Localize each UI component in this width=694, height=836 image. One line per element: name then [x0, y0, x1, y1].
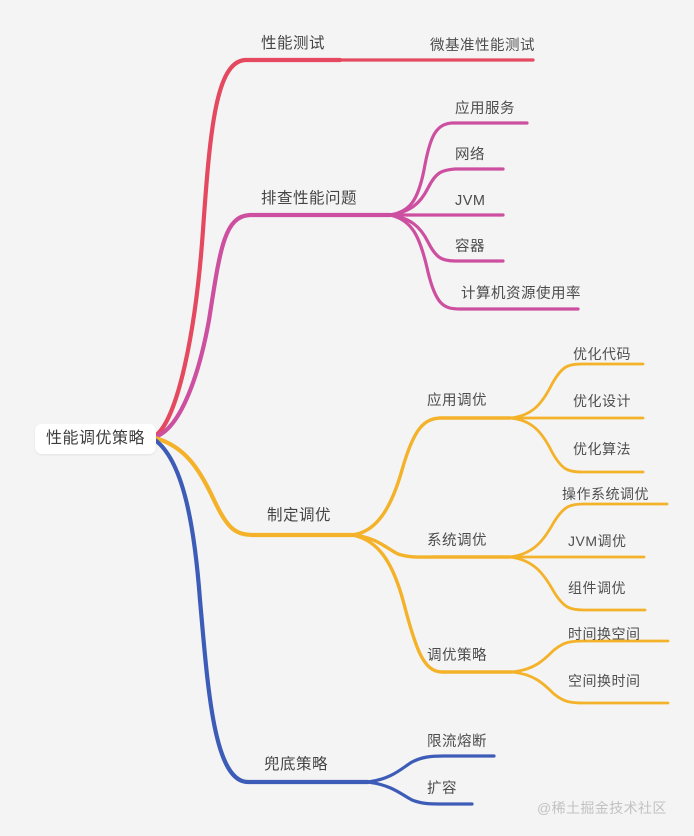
link-system-tuning-to-component-tuning: [508, 555, 647, 612]
link-root-to-fallback-strategy: [152, 437, 371, 785]
node-micro-benchmark-test[interactable]: 微基准性能测试: [430, 38, 535, 54]
node-network[interactable]: 网络: [455, 147, 485, 163]
node-container[interactable]: 容器: [455, 239, 485, 255]
link-app-tuning-to-optimize-code: [508, 362, 645, 420]
link-troubleshoot-to-machine-resource: [388, 213, 580, 311]
link-tuning-strategy-to-time-for-space: [510, 639, 670, 674]
link-system-tuning-to-os-tuning: [508, 502, 669, 559]
link-root-to-troubleshoot: [152, 212, 393, 440]
branch-lines-fallback-strategy: [152, 437, 496, 806]
link-troubleshoot-to-network: [388, 167, 505, 217]
node-time-for-space[interactable]: 时间换空间: [568, 626, 641, 642]
link-tuning-strategy-to-space-for-time: [510, 670, 670, 705]
node-component-tuning[interactable]: 组件调优: [568, 580, 626, 596]
node-tuning-plan[interactable]: 制定调优: [267, 507, 332, 524]
node-system-tuning[interactable]: 系统调优: [427, 533, 487, 549]
node-space-for-time[interactable]: 空间换时间: [568, 673, 641, 689]
link-fallback-to-scale-out: [366, 780, 474, 806]
node-tuning-strategy[interactable]: 调优策略: [427, 648, 487, 664]
node-root[interactable]: 性能调优策略: [35, 424, 157, 454]
branch-lines-troubleshoot-performance: [152, 121, 580, 440]
link-tuning-plan-to-system-tuning: [350, 533, 512, 559]
node-rate-limit-circuit-break[interactable]: 限流熔断: [427, 734, 487, 750]
link-app-tuning-to-optimize-algorithm: [508, 416, 645, 474]
node-fallback-strategy[interactable]: 兜底策略: [264, 756, 329, 773]
link-tuning-plan-to-tuning-strategy: [350, 533, 514, 674]
node-optimize-algorithm[interactable]: 优化算法: [573, 441, 631, 457]
branch-lines-tuning-plan: [152, 362, 670, 705]
node-optimize-code[interactable]: 优化代码: [573, 346, 631, 362]
node-troubleshoot-performance[interactable]: 排查性能问题: [261, 190, 358, 207]
watermark-text: @稀土掘金技术社区: [537, 800, 667, 816]
node-os-tuning[interactable]: 操作系统调优: [562, 486, 649, 502]
node-app-service[interactable]: 应用服务: [455, 101, 515, 117]
link-tuning-plan-to-app-tuning: [350, 416, 512, 537]
node-optimize-design[interactable]: 优化设计: [573, 393, 631, 409]
link-troubleshoot-to-container: [388, 213, 505, 263]
node-performance-test[interactable]: 性能测试: [261, 35, 326, 52]
link-fallback-to-rate-limit: [366, 754, 496, 784]
node-machine-resource-usage[interactable]: 计算机资源使用率: [461, 286, 581, 302]
branch-lines-performance-test: [152, 57, 535, 439]
node-scale-out[interactable]: 扩容: [427, 781, 457, 797]
link-root-to-performance-test: [152, 57, 343, 439]
node-jvm[interactable]: JVM: [455, 193, 486, 209]
node-jvm-tuning[interactable]: JVM调优: [568, 533, 627, 549]
link-root-to-tuning-plan: [152, 435, 355, 538]
node-app-tuning[interactable]: 应用调优: [427, 393, 487, 409]
